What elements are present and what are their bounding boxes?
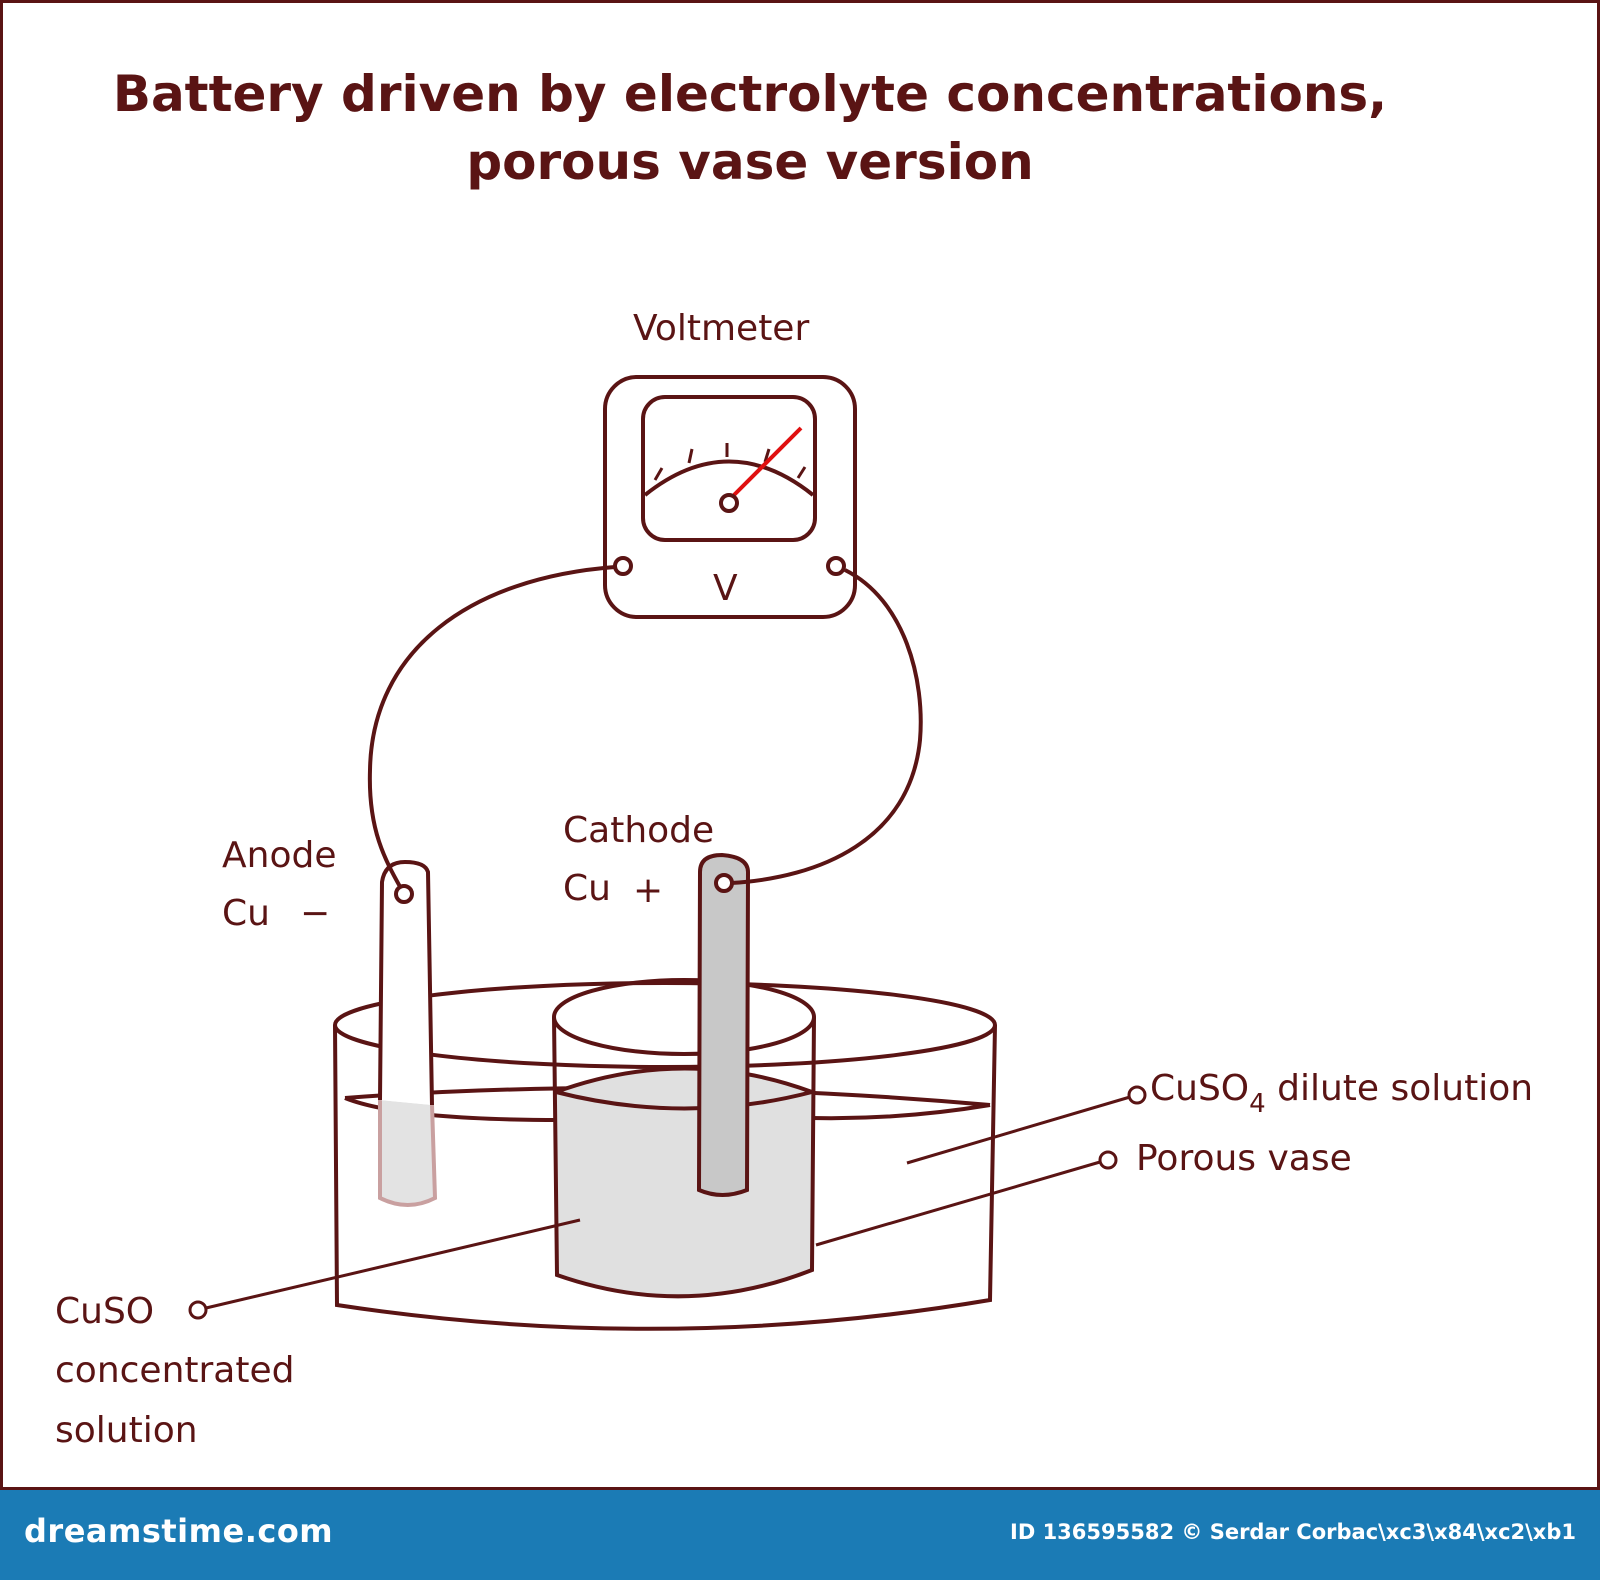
leader-porous-dot: [1098, 1150, 1118, 1170]
cathode-electrode: [696, 852, 751, 1197]
voltmeter-scale-arc: [643, 459, 815, 497]
anode-material-label: Cu: [222, 893, 270, 934]
concentrated-label-line-3: solution: [55, 1410, 198, 1451]
voltmeter-scale-ticks: [653, 443, 807, 481]
porous-vase-label: Porous vase: [1136, 1138, 1352, 1179]
leader-dilute: [906, 1095, 1131, 1165]
leader-dilute-dot: [1127, 1085, 1147, 1105]
cathode-body: [696, 852, 751, 1197]
title-line-1: Battery driven by electrolyte concentrat…: [112, 65, 1388, 123]
footer-logo[interactable]: dreamstime.com: [24, 1512, 334, 1550]
cathode-label: Cathode: [563, 810, 714, 851]
leader-concentrated-dot: [188, 1300, 208, 1320]
title-line-2: porous vase version: [466, 133, 1034, 191]
voltmeter: [603, 375, 857, 619]
anode-submerged: [378, 1100, 438, 1207]
battery-diagram: Voltmeter V Anode Cu − Cathode Cu + CuSO…: [55, 308, 1533, 1451]
voltmeter-case: [603, 375, 857, 619]
voltmeter-label: Voltmeter: [633, 308, 809, 349]
concentrated-solution-surface: [555, 1066, 819, 1111]
anode-sign: −: [300, 893, 330, 934]
leader-concentrated: [205, 1218, 581, 1310]
voltmeter-symbol: V: [713, 568, 738, 609]
diagram-title: Battery driven by electrolyte concentrat…: [0, 60, 1500, 196]
wires: [367, 565, 923, 893]
cathode-terminal: [714, 873, 734, 893]
voltmeter-terminal-left: [613, 556, 633, 576]
cathode-sign: +: [633, 870, 663, 911]
dilute-solution-label: CuSO4 dilute solution: [1150, 1068, 1533, 1119]
voltmeter-dial-window: [641, 395, 817, 542]
leader-porous: [815, 1160, 1101, 1247]
porous-vase: [552, 978, 819, 1299]
anode-label: Anode: [222, 835, 336, 876]
porous-vase-rim: [552, 978, 816, 1056]
footer-bar: dreamstime.com ID 136595582 © Serdar Cor…: [0, 1490, 1600, 1580]
cathode-material-label: Cu: [563, 868, 611, 909]
voltmeter-terminal-right: [826, 556, 846, 576]
outer-beaker-body: [333, 1024, 997, 1331]
leader-lines: [188, 1085, 1147, 1320]
concentrated-solution-fill: [555, 1068, 812, 1297]
voltmeter-pivot: [719, 493, 739, 513]
anode-body: [378, 859, 434, 1106]
anode-terminal: [394, 884, 414, 904]
anode-electrode: [378, 859, 438, 1207]
wire-anode-to-voltmeter: [367, 565, 616, 893]
concentrated-label-line-2: concentrated: [55, 1350, 294, 1391]
concentrated-label-line-1: CuSO: [55, 1291, 154, 1332]
porous-vase-body: [552, 1016, 816, 1299]
wire-cathode-to-voltmeter: [730, 568, 923, 885]
voltmeter-needle: [732, 426, 803, 497]
footer-credit: ID 136595582 © Serdar Corbac\xc3\x84\xc2…: [1010, 1520, 1576, 1544]
